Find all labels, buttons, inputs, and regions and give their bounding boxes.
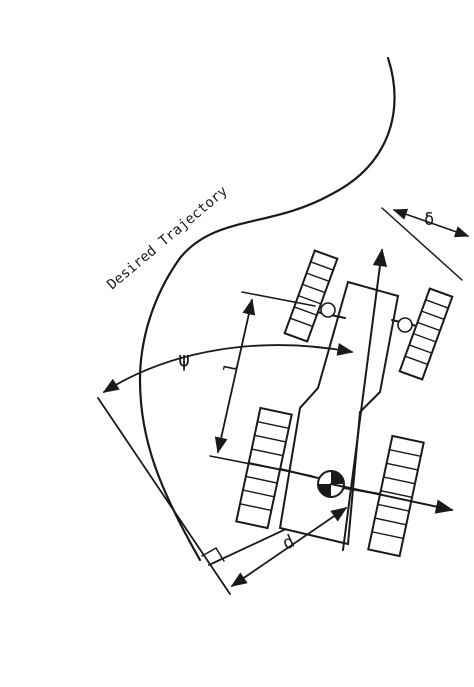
wheelbase-dimension — [214, 298, 256, 454]
rear-right-wheel — [367, 434, 425, 558]
desired-trajectory-curve — [138, 56, 396, 562]
wheelbase-ext-top — [241, 291, 316, 307]
wheelbase-label: l — [220, 360, 243, 375]
right-angle-marker — [201, 547, 225, 562]
heading-axis-arrow — [342, 248, 388, 551]
steer-angle-arrow — [392, 208, 470, 238]
front-pivot-left — [320, 302, 336, 318]
wheelbase-ext-bottom — [209, 455, 313, 477]
tangent-line — [97, 397, 231, 595]
steer-angle-label: δ — [424, 210, 434, 230]
heading-error-label: ψ — [178, 347, 190, 371]
front-pivot-right — [397, 317, 413, 333]
front-left-wheel — [283, 249, 339, 343]
steer-ext-line — [381, 207, 463, 281]
offset-dimension — [230, 507, 348, 587]
lateral-axis-arrow — [330, 483, 454, 514]
front-right-wheel — [398, 287, 454, 381]
